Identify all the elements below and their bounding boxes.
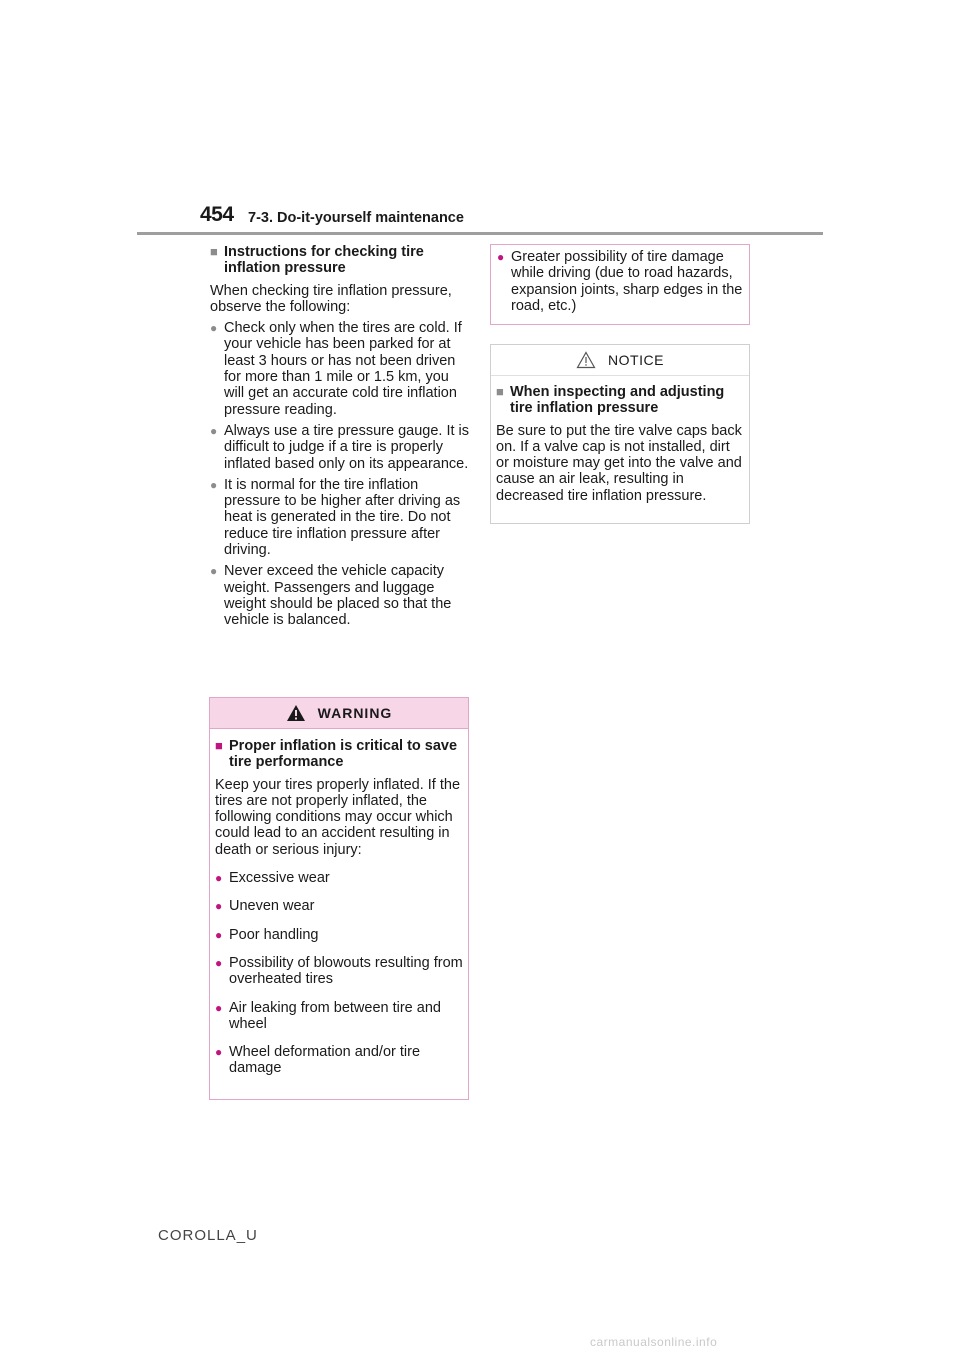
list-item: ● Excessive wear xyxy=(215,870,463,886)
list-item: ● Wheel deformation and/or tire damage xyxy=(215,1044,463,1077)
list-item-text: Uneven wear xyxy=(229,898,315,915)
caution-triangle-icon xyxy=(576,351,596,369)
notice-body: ■ When inspecting and adjusting tire inf… xyxy=(491,376,749,504)
circle-bullet-icon: ● xyxy=(215,927,223,942)
list-item-text: Always use a tire pressure gauge. It is … xyxy=(224,422,470,472)
warning-body: ■ Proper inflation is critical to save t… xyxy=(210,729,468,1077)
list-item: ● Never exceed the vehicle capacity weigh… xyxy=(210,563,470,628)
circle-bullet-icon: ● xyxy=(215,1000,223,1015)
warning-intro: Keep your tires properly inflated. If th… xyxy=(215,776,461,858)
warning-box: WARNING ■ Proper inflation is critical t… xyxy=(209,697,469,1100)
circle-bullet-icon: ● xyxy=(497,250,505,264)
square-bullet-icon: ■ xyxy=(215,738,223,753)
left-column: ■ Instructions for checking tire inflati… xyxy=(210,244,470,629)
continued-bullet-list: ● Greater possibility of tire damage whil… xyxy=(497,249,743,314)
list-item: ● Uneven wear xyxy=(215,898,463,914)
list-item-text: Check only when the tires are cold. If y… xyxy=(224,320,462,418)
left-heading-text: Instructions for checking tire inflation… xyxy=(224,244,424,277)
warning-header: WARNING xyxy=(210,698,468,729)
list-item: ● Always use a tire pressure gauge. It is… xyxy=(210,423,470,472)
watermark: carmanualsonline.info xyxy=(590,1335,718,1349)
list-item-text: Greater possibility of tire damage while… xyxy=(511,249,743,314)
warning-label: WARNING xyxy=(317,705,393,721)
circle-bullet-icon: ● xyxy=(210,321,218,336)
notice-heading-text: When inspecting and adjusting tire infla… xyxy=(510,384,725,417)
header-rule xyxy=(137,232,823,235)
circle-bullet-icon: ● xyxy=(215,1045,223,1060)
list-item-text: It is normal for the tire inflation pres… xyxy=(224,476,461,559)
list-item: ● Poor handling xyxy=(215,927,463,943)
warning-heading: ■ Proper inflation is critical to save t… xyxy=(215,738,463,771)
list-item-text: Excessive wear xyxy=(229,870,330,887)
list-item: ● It is normal for the tire inflation pre… xyxy=(210,477,470,558)
left-intro: When checking tire inflation pressure, o… xyxy=(210,282,452,315)
warning-heading-text: Proper inflation is critical to save tir… xyxy=(229,738,458,771)
continued-warning-box: ● Greater possibility of tire damage whil… xyxy=(490,244,750,325)
warning-triangle-icon xyxy=(286,705,305,721)
section-title: 7-3. Do-it-yourself maintenance xyxy=(248,210,464,226)
list-item-text: Possibility of blowouts resulting from o… xyxy=(229,954,463,988)
page-number: 454 xyxy=(200,203,234,226)
warning-bullet-list: ● Excessive wear ● Uneven wear ● Poor handl… xyxy=(215,870,463,1077)
notice-label: NOTICE xyxy=(608,352,664,368)
left-heading: ■ Instructions for checking tire inflati… xyxy=(210,244,470,277)
circle-bullet-icon: ● xyxy=(210,423,218,438)
notice-text: Be sure to put the tire valve caps back … xyxy=(496,422,742,504)
circle-bullet-icon: ● xyxy=(215,871,223,886)
notice-header: NOTICE xyxy=(491,345,749,376)
list-item-text: Never exceed the vehicle capacity weight… xyxy=(224,563,452,629)
notice-heading: ■ When inspecting and adjusting tire inf… xyxy=(496,384,744,417)
list-item: ● Greater possibility of tire damage whil… xyxy=(497,249,743,314)
left-bullet-list: ● Check only when the tires are cold. If … xyxy=(210,320,470,628)
square-bullet-icon: ■ xyxy=(496,384,504,399)
list-item: ● Possibility of blowouts resulting from … xyxy=(215,955,463,988)
list-item-text: Wheel deformation and/or tire damage xyxy=(229,1044,421,1077)
footer-model-code: COROLLA_U xyxy=(158,1227,258,1244)
list-item-text: Air leaking from between tire and wheel xyxy=(229,999,441,1032)
list-item-text: Poor handling xyxy=(229,926,319,943)
list-item: ● Air leaking from between tire and wheel xyxy=(215,1000,463,1033)
circle-bullet-icon: ● xyxy=(215,955,223,970)
circle-bullet-icon: ● xyxy=(215,899,223,914)
circle-bullet-icon: ● xyxy=(210,477,218,492)
square-bullet-icon: ■ xyxy=(210,244,218,259)
list-item: ● Check only when the tires are cold. If … xyxy=(210,320,470,418)
notice-box: NOTICE ■ When inspecting and adjusting t… xyxy=(490,344,750,524)
circle-bullet-icon: ● xyxy=(210,564,218,579)
